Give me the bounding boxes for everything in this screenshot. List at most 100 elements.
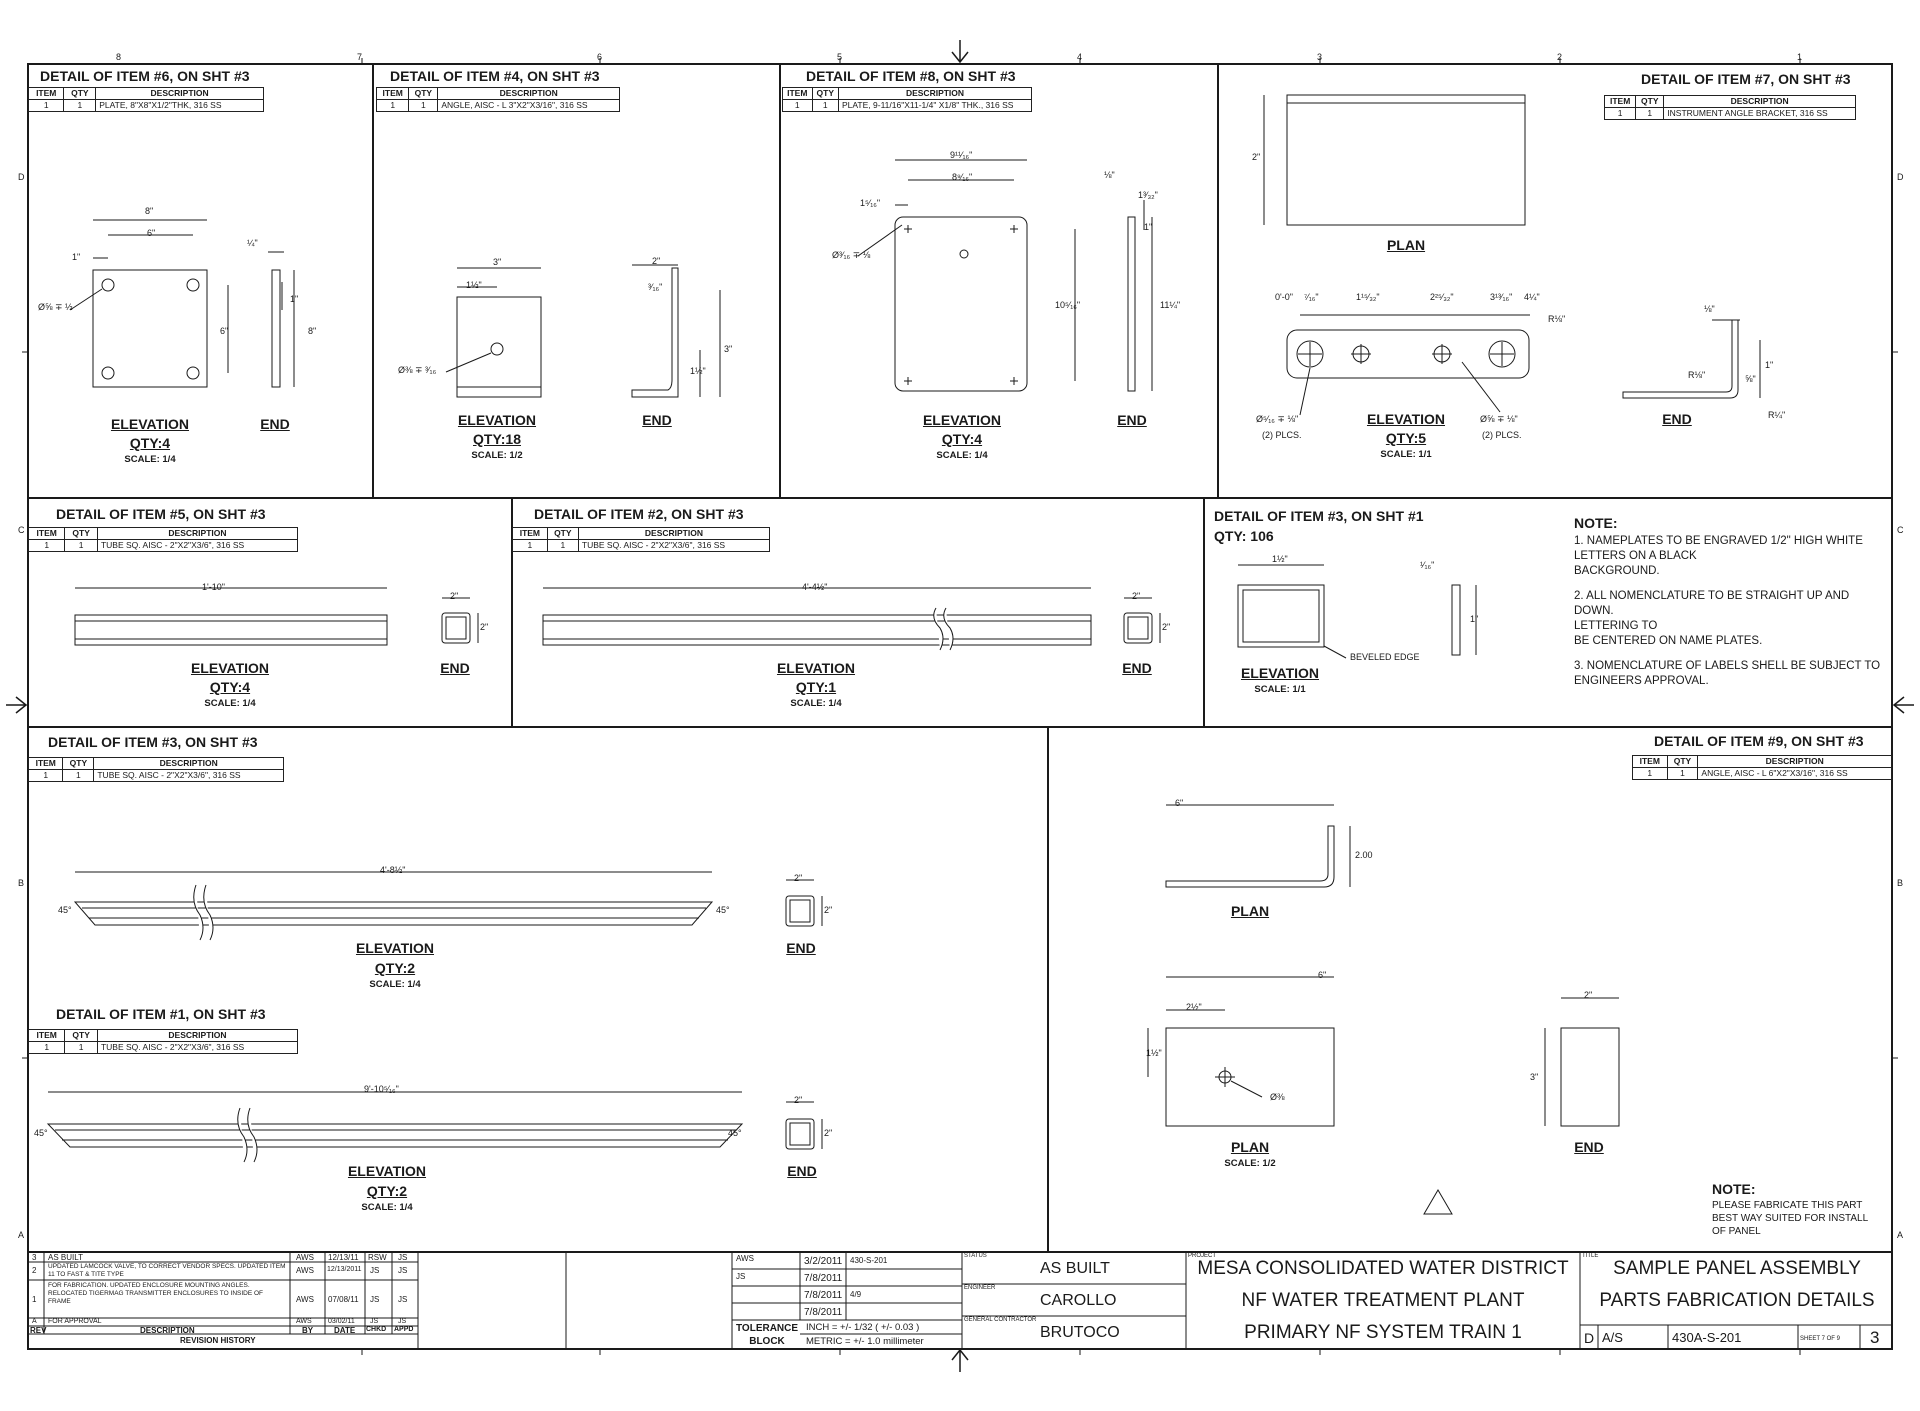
detail-item4-title: DETAIL OF ITEM #4, ON SHT #3 (390, 68, 600, 84)
item3-sht1-qty: QTY: 106 (1214, 528, 1274, 544)
size-value: D (1584, 1330, 1595, 1346)
item8-end-label: END (1117, 412, 1147, 428)
cell-item: 1 (782, 99, 813, 112)
cell-description: PLATE, 8"X8"X1/2"THK, 316 SS (95, 99, 264, 112)
note-line: BEST WAY SUITED FOR INSTALL (1712, 1213, 1869, 1224)
engineer-caption: ENGINEER (964, 1285, 996, 1291)
dim-2-00: 2.00 (1355, 850, 1373, 860)
item4-qty: QTY:18 (473, 431, 521, 447)
engineer-value: CAROLLO (1040, 1292, 1117, 1309)
tolerance-metric: METRIC = +/- 1.0 millimeter (806, 1336, 924, 1347)
note-line: 3. NOMENCLATURE OF LABELS SHELL BE SUBJE… (1574, 660, 1881, 672)
tb-date-3: 7/8/2011 (804, 1290, 843, 1301)
dim-width-inner: 8⁹⁄₁₆" (952, 172, 973, 182)
rev-1-by: AWS (296, 1295, 314, 1304)
col-item: ITEM (27, 757, 64, 770)
cell-description: INSTRUMENT ANGLE BRACKET, 316 SS (1663, 107, 1856, 120)
rev-a-chkd: JS (370, 1318, 379, 1325)
tb-date-2: 7/8/2011 (804, 1273, 843, 1284)
zone-col-4: 4 (1077, 52, 1083, 62)
tb-dwg-no: 430-S-201 (850, 1256, 888, 1265)
dim-3-13-16: 3¹³⁄₁₆" (1490, 292, 1513, 302)
dim-0: 0'-0" (1275, 292, 1293, 302)
notes-body: 1. NAMEPLATES TO BE ENGRAVED 1/2" HIGH W… (1574, 534, 1884, 689)
dim-plcs-1: (2) PLCS. (1262, 430, 1302, 440)
rev-header-date: DATE (334, 1326, 356, 1335)
dim-end-1-5in: 1½" (690, 366, 706, 376)
tb-sheet-no: 4/9 (850, 1290, 862, 1299)
col-description: DESCRIPTION (96, 1029, 299, 1042)
dim-plcs-2: (2) PLCS. (1482, 430, 1522, 440)
dim-length: 1'-10" (202, 582, 225, 592)
item9-plan-label-2: PLAN (1230, 1139, 1270, 1155)
zone-row-c: C (18, 525, 25, 535)
project-line-1: MESA CONSOLIDATED WATER DISTRICT (1197, 1258, 1569, 1279)
dim-7-16: ⁷⁄₁₆" (1304, 292, 1319, 302)
item7-scale: SCALE: 1/1 (1380, 449, 1432, 460)
item9-note-body: PLEASE FABRICATE THIS PART BEST WAY SUIT… (1712, 1199, 1868, 1238)
dim-hole: Ø³⁄₁₆ ∓ ⅛ (832, 250, 871, 260)
dim-thk: ¼" (247, 238, 258, 248)
dim-6in-v: 6" (220, 326, 229, 336)
rev-1: 1 (32, 1295, 37, 1304)
sheet-of: SHEET 7 OF 9 (1800, 1336, 1840, 1342)
project-line-2: NF WATER TREATMENT PLANT (1241, 1290, 1525, 1311)
col-description: DESCRIPTION (96, 527, 299, 540)
dim-1-5in: 1½" (466, 280, 482, 290)
dim-end-w: 2" (450, 591, 459, 601)
zone-row-a: A (18, 1230, 25, 1240)
dim-hole: Ø⅜ ∓ ³⁄₁₆ (398, 365, 437, 375)
note-line: 2. ALL NOMENCLATURE TO BE STRAIGHT UP AN… (1574, 590, 1850, 617)
note-line: 1. NAMEPLATES TO BE ENGRAVED 1/2" HIGH W… (1574, 535, 1863, 547)
rev-header-desc: DESCRIPTION (140, 1326, 195, 1335)
item4-end-label: END (642, 412, 672, 428)
item4-elevation-label: ELEVATION (457, 412, 537, 428)
col-item: ITEM (782, 87, 813, 100)
rev-a-date: 03/02/11 (328, 1318, 355, 1325)
col-qty: QTY (64, 527, 98, 540)
dim-angle-right: 45° (728, 1128, 742, 1138)
rev-a-desc: FOR APPROVAL (48, 1318, 102, 1325)
dim-6in: 6" (147, 228, 156, 238)
zone-col-6: 6 (597, 52, 603, 62)
dim-4-1-4: 4¼" (1524, 292, 1540, 302)
dim-angle-left: 45° (58, 905, 72, 915)
cell-item: 1 (1603, 107, 1637, 120)
dim-hole: Ø⅝ ∓ ½ (38, 302, 73, 312)
dim-end-1: 1³⁄₃₂" (1138, 190, 1158, 200)
dim-end-3in: 3" (1530, 1072, 1539, 1082)
dim-end-height: 11¼" (1160, 300, 1181, 310)
dim-end-1: 1" (1765, 360, 1774, 370)
rev-a: A (32, 1318, 37, 1325)
item9-end-label: END (1574, 1139, 1604, 1155)
dim-2-25-32: 2²⁵⁄₃₂" (1430, 292, 1454, 302)
item7-qty: QTY:5 (1385, 430, 1427, 446)
dim-8in: 8" (145, 206, 154, 216)
item2-qty: QTY:1 (795, 679, 837, 695)
cell-description: ANGLE, AISC - L 3"X2"X3/16", 316 SS (437, 99, 620, 112)
tb-date-1: 3/2/2011 (804, 1256, 843, 1267)
item1-end-label: END (787, 1163, 817, 1179)
cell-qty: 1 (546, 539, 579, 552)
tolerance-block-label: TOLERANCE BLOCK (736, 1323, 799, 1347)
tb-date-4: 7/8/2011 (804, 1307, 843, 1318)
zone-col-1: 1 (1797, 52, 1803, 62)
dim-end-thk: ³⁄₁₆" (648, 282, 663, 292)
item3-sht1-elevation-label: ELEVATION (1240, 665, 1320, 681)
cell-item: 1 (375, 99, 410, 112)
dim-end-2in: 2" (1584, 990, 1593, 1000)
detail-item1-title: DETAIL OF ITEM #1, ON SHT #3 (56, 1006, 266, 1022)
dim-angle-right: 45° (716, 905, 730, 915)
col-qty: QTY (63, 87, 97, 100)
title-line-2: PARTS FABRICATION DETAILS (1599, 1290, 1875, 1311)
detail-item3-sht1-title: DETAIL OF ITEM #3, ON SHT #1 (1214, 508, 1424, 524)
cell-description: TUBE SQ. AISC - 2"X2"X3/6", 316 SS (577, 539, 771, 552)
scale-value: A/S (1602, 1330, 1623, 1345)
detail-item7-title: DETAIL OF ITEM #7, ON SHT #3 (1641, 71, 1851, 87)
cell-qty: 1 (1666, 767, 1699, 780)
